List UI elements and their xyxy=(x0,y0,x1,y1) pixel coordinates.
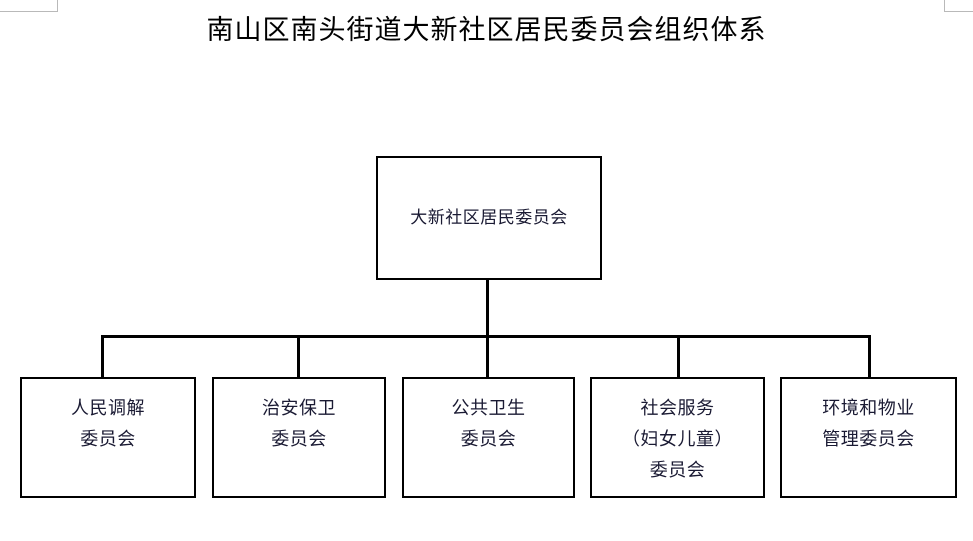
org-node-environment-property: 环境和物业 管理委员会 xyxy=(780,377,957,498)
org-node-root: 大新社区居民委员会 xyxy=(376,156,602,280)
connector-drop-child-3 xyxy=(677,335,680,378)
connector-drop-child-4 xyxy=(868,335,871,378)
chart-title: 南山区南头街道大新社区居民委员会组织体系 xyxy=(206,15,767,45)
connector-root-trunk xyxy=(486,280,489,338)
page-margin-mark-top-right xyxy=(944,0,973,12)
org-node-label: 社会服务 （妇女儿童） 委员会 xyxy=(622,398,733,480)
connector-drop-child-2 xyxy=(486,335,489,378)
org-node-label: 治安保卫 委员会 xyxy=(262,398,336,449)
org-node-label: 人民调解 委员会 xyxy=(71,398,145,449)
org-node-public-security: 治安保卫 委员会 xyxy=(212,377,386,498)
org-node-label: 环境和物业 管理委员会 xyxy=(822,398,915,449)
connector-drop-child-1 xyxy=(297,335,300,378)
page-margin-mark-top-left xyxy=(0,0,58,12)
org-node-root-label: 大新社区居民委员会 xyxy=(410,208,568,227)
org-node-social-service: 社会服务 （妇女儿童） 委员会 xyxy=(590,377,765,498)
org-node-label: 公共卫生 委员会 xyxy=(451,398,526,449)
connector-drop-child-0 xyxy=(101,335,104,378)
org-node-people-mediation: 人民调解 委员会 xyxy=(20,377,196,498)
org-node-public-health: 公共卫生 委员会 xyxy=(402,377,575,498)
